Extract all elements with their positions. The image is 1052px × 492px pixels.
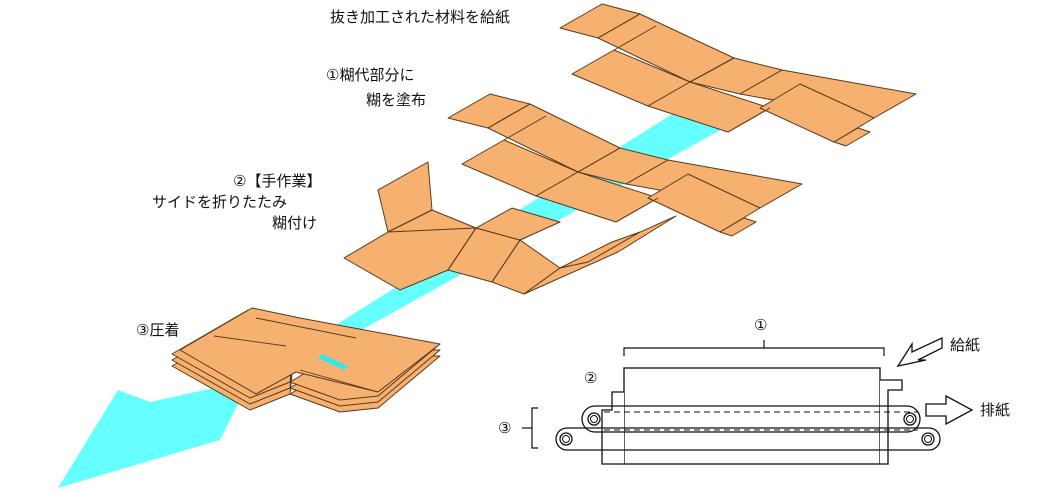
machine-num-2: ② bbox=[584, 369, 597, 387]
roller bbox=[559, 432, 573, 446]
machine-num-3: ③ bbox=[498, 419, 511, 437]
label-step1-line2: 糊を塗布 bbox=[366, 91, 426, 109]
discharge-arrow-icon bbox=[925, 394, 974, 426]
glue-mark bbox=[318, 354, 348, 370]
label-step1-line1: ①糊代部分に bbox=[326, 66, 414, 84]
machine-schematic: ① ② ③ 給紙 排紙 bbox=[498, 316, 1010, 465]
machine-num-1: ① bbox=[754, 316, 767, 334]
machine-feed-label: 給紙 bbox=[950, 336, 980, 354]
label-step3: ③圧着 bbox=[136, 321, 179, 339]
label-step2-line2: サイドを折りたたみ bbox=[152, 193, 287, 211]
lower-belt bbox=[555, 427, 941, 451]
blank-glued bbox=[447, 93, 803, 237]
pressed-stack bbox=[171, 307, 441, 413]
roller bbox=[903, 412, 917, 426]
bracket-section-1 bbox=[623, 347, 885, 356]
label-feed: 抜き加工された材料を給紙 bbox=[330, 8, 510, 26]
blank-fed bbox=[559, 3, 917, 147]
blank-folding bbox=[343, 161, 677, 295]
machine-discharge-label: 排紙 bbox=[980, 401, 1010, 419]
machine-body bbox=[623, 367, 881, 465]
upper-belt bbox=[581, 405, 921, 433]
label-step2-line1: ②【手作業】 bbox=[233, 172, 321, 190]
label-step2-line3: 糊付け bbox=[272, 214, 317, 232]
roller bbox=[587, 412, 601, 426]
feed-arrow-icon bbox=[896, 336, 943, 367]
bracket-section-3 bbox=[531, 407, 538, 449]
roller bbox=[921, 432, 935, 446]
